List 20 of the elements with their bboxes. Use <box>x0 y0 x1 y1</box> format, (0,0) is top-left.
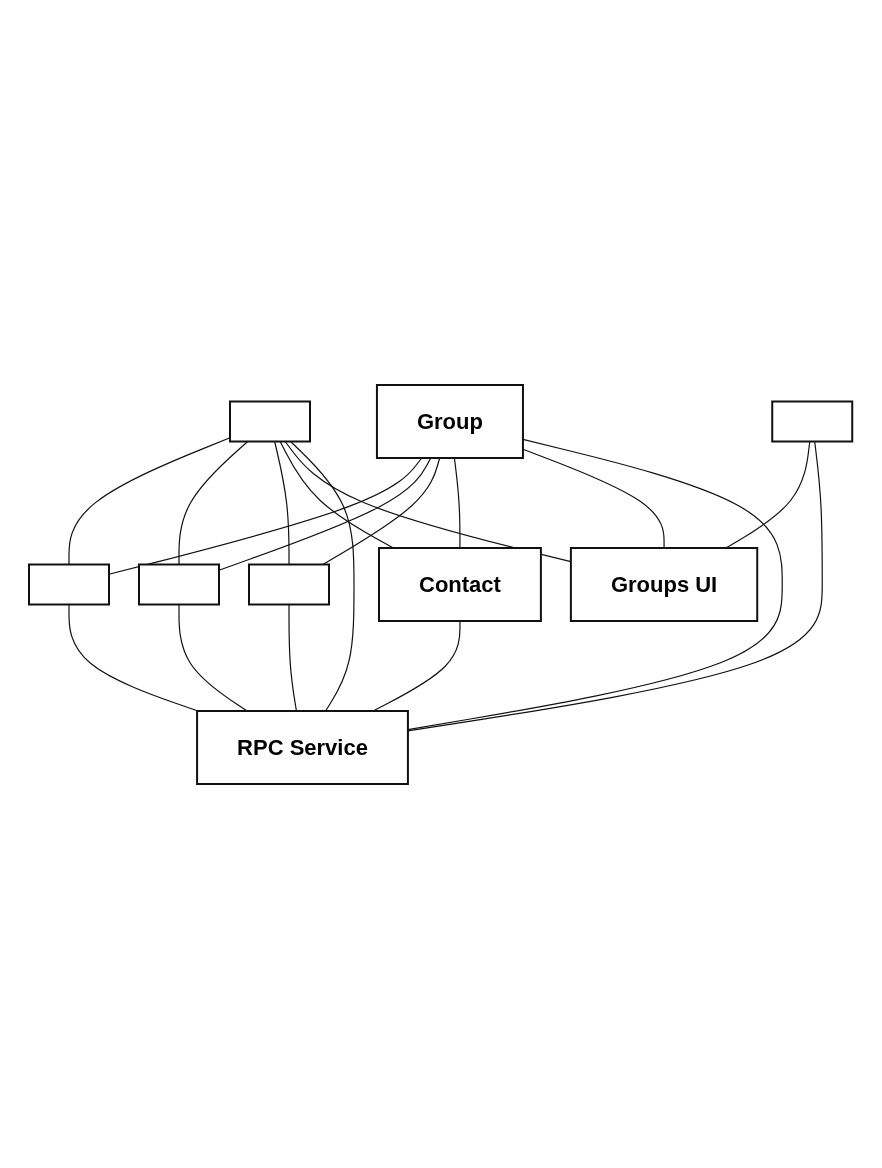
connector <box>178 440 249 565</box>
connector <box>68 603 199 712</box>
connector <box>274 440 290 565</box>
node-box <box>28 563 111 605</box>
connector <box>288 603 298 712</box>
connector <box>290 440 355 712</box>
node-box: Group <box>376 383 525 459</box>
connector <box>454 456 461 549</box>
connector <box>725 440 811 549</box>
connector <box>322 456 441 565</box>
node-box: RPC Service <box>196 709 410 785</box>
node-box: Groups UI <box>570 546 759 622</box>
connector <box>284 440 572 562</box>
node-box <box>229 400 312 442</box>
connector <box>68 436 231 565</box>
node-box: Contact <box>378 546 543 622</box>
node-box <box>138 563 221 605</box>
node-box <box>771 400 854 442</box>
node-box <box>248 563 331 605</box>
connector <box>372 619 461 712</box>
